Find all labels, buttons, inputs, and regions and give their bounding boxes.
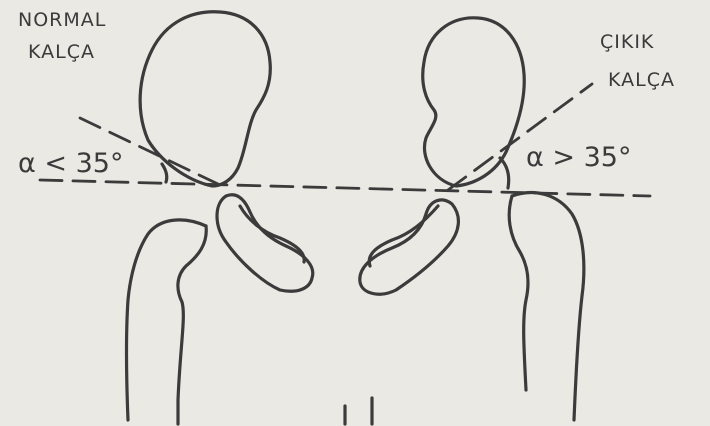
- label-normal-line1: NORMAL: [18, 9, 106, 31]
- label-angle-dislocated: α > 35°: [526, 142, 631, 173]
- label-dislocated-line2: KALÇA: [608, 69, 675, 91]
- label-angle-normal: α < 35°: [18, 148, 123, 179]
- label-dislocated-line1: ÇIKIK: [600, 31, 654, 53]
- label-normal-line2: KALÇA: [28, 41, 95, 63]
